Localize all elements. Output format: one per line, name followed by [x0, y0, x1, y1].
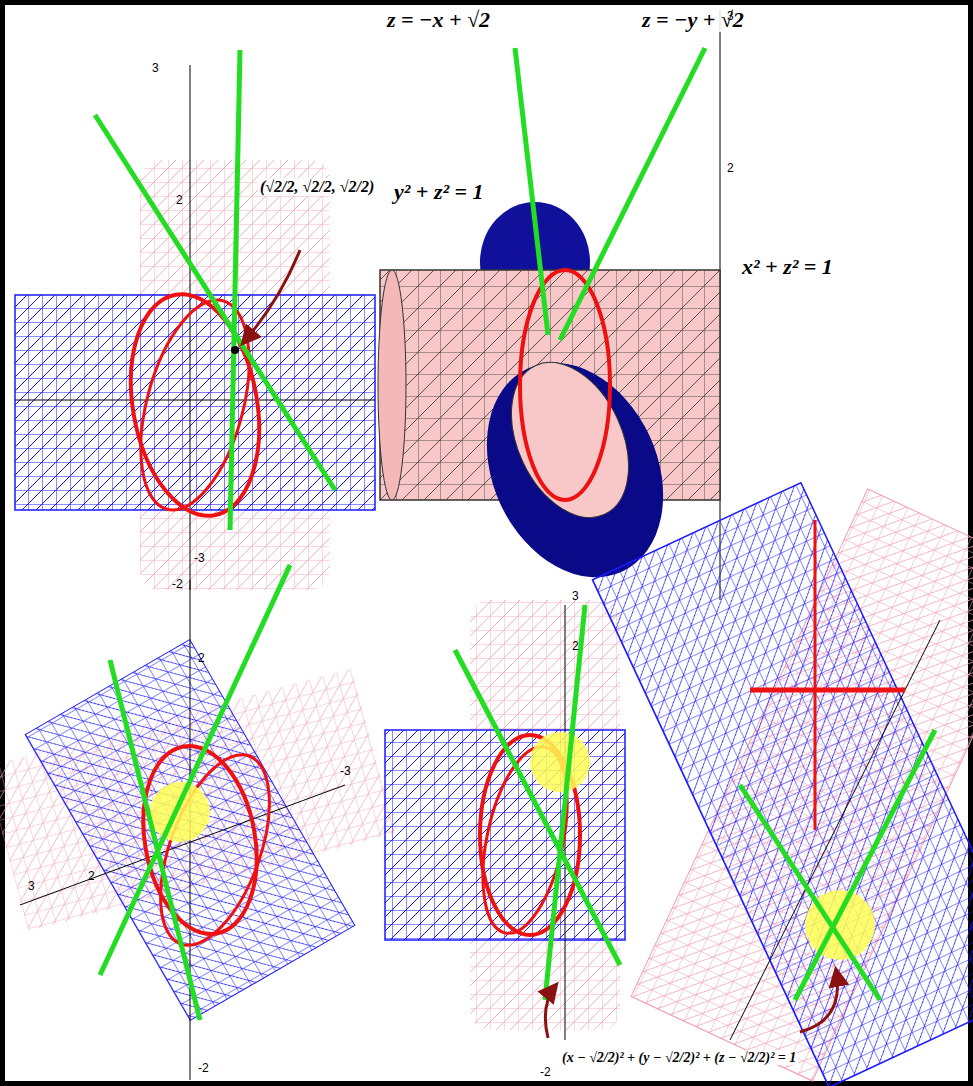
illustration-path: [243, 250, 300, 343]
axis-tick-label: -2: [540, 1066, 551, 1079]
axis-tick-label: -2: [172, 578, 183, 591]
axis-tick-label: -3: [194, 552, 205, 565]
illustration-g: [378, 10, 720, 606]
illustration-line: [110, 660, 200, 1020]
illustration-line: [455, 650, 620, 965]
axis-tick-label: 3: [727, 10, 734, 23]
equation-label: (√2/2, √2/2, √2/2): [258, 178, 376, 196]
illustration-line: [230, 50, 240, 530]
illustration-g: [15, 50, 375, 590]
axis-tick-label: 2: [88, 870, 95, 883]
equation-label: y² + z² = 1: [392, 180, 486, 204]
illustration-line: [545, 605, 585, 1000]
illustration-ellipse: [139, 741, 292, 960]
illustration-g: [0, 565, 396, 1080]
equation-label: z = −x + √2: [385, 8, 492, 32]
equation-label: x² + z² = 1: [740, 255, 835, 279]
illustration-ellipse: [129, 737, 270, 943]
illustration-path: [545, 985, 556, 1038]
illustration-rect: [15, 295, 375, 510]
illustration-line: [100, 565, 290, 975]
illustration-g: [385, 600, 625, 1040]
axis-tick-label: 3: [572, 590, 579, 603]
illustration-ellipse: [488, 344, 652, 537]
illustration-line: [795, 730, 935, 1000]
illustration-line: [730, 620, 940, 1040]
illustration-ellipse: [114, 284, 275, 526]
axis-tick-label: 3: [152, 62, 159, 75]
equation-label: (x − √2/2)² + (y − √2/2)² + (z − √2/2)² …: [560, 1050, 798, 1065]
axis-tick-label: 3: [28, 880, 35, 893]
illustration-ellipse: [121, 288, 270, 521]
axis-tick-label: 2: [727, 162, 734, 175]
axis-tick-label: -2: [198, 1062, 209, 1075]
illustration-line: [95, 115, 335, 490]
illustration-g: [592, 483, 973, 1086]
illustration-circle: [150, 782, 210, 842]
illustration-ellipse: [378, 270, 406, 500]
illustration-circle: [530, 732, 590, 792]
illustration-line: [515, 48, 548, 335]
illustration-line: [750, 688, 905, 693]
axis-tick-label: 2: [572, 640, 579, 653]
illustration-ellipse: [520, 270, 610, 500]
illustration-line: [560, 48, 705, 340]
axis-tick-label: 2: [198, 652, 205, 665]
axis-tick-label: 2: [176, 194, 183, 207]
axis-tick-label: -3: [340, 765, 351, 778]
illustration-line: [814, 520, 817, 830]
illustration-circle: [231, 346, 239, 354]
illustration-rect: [592, 483, 973, 1086]
illustration-path: [800, 970, 838, 1032]
illustration-line: [15, 400, 375, 401]
